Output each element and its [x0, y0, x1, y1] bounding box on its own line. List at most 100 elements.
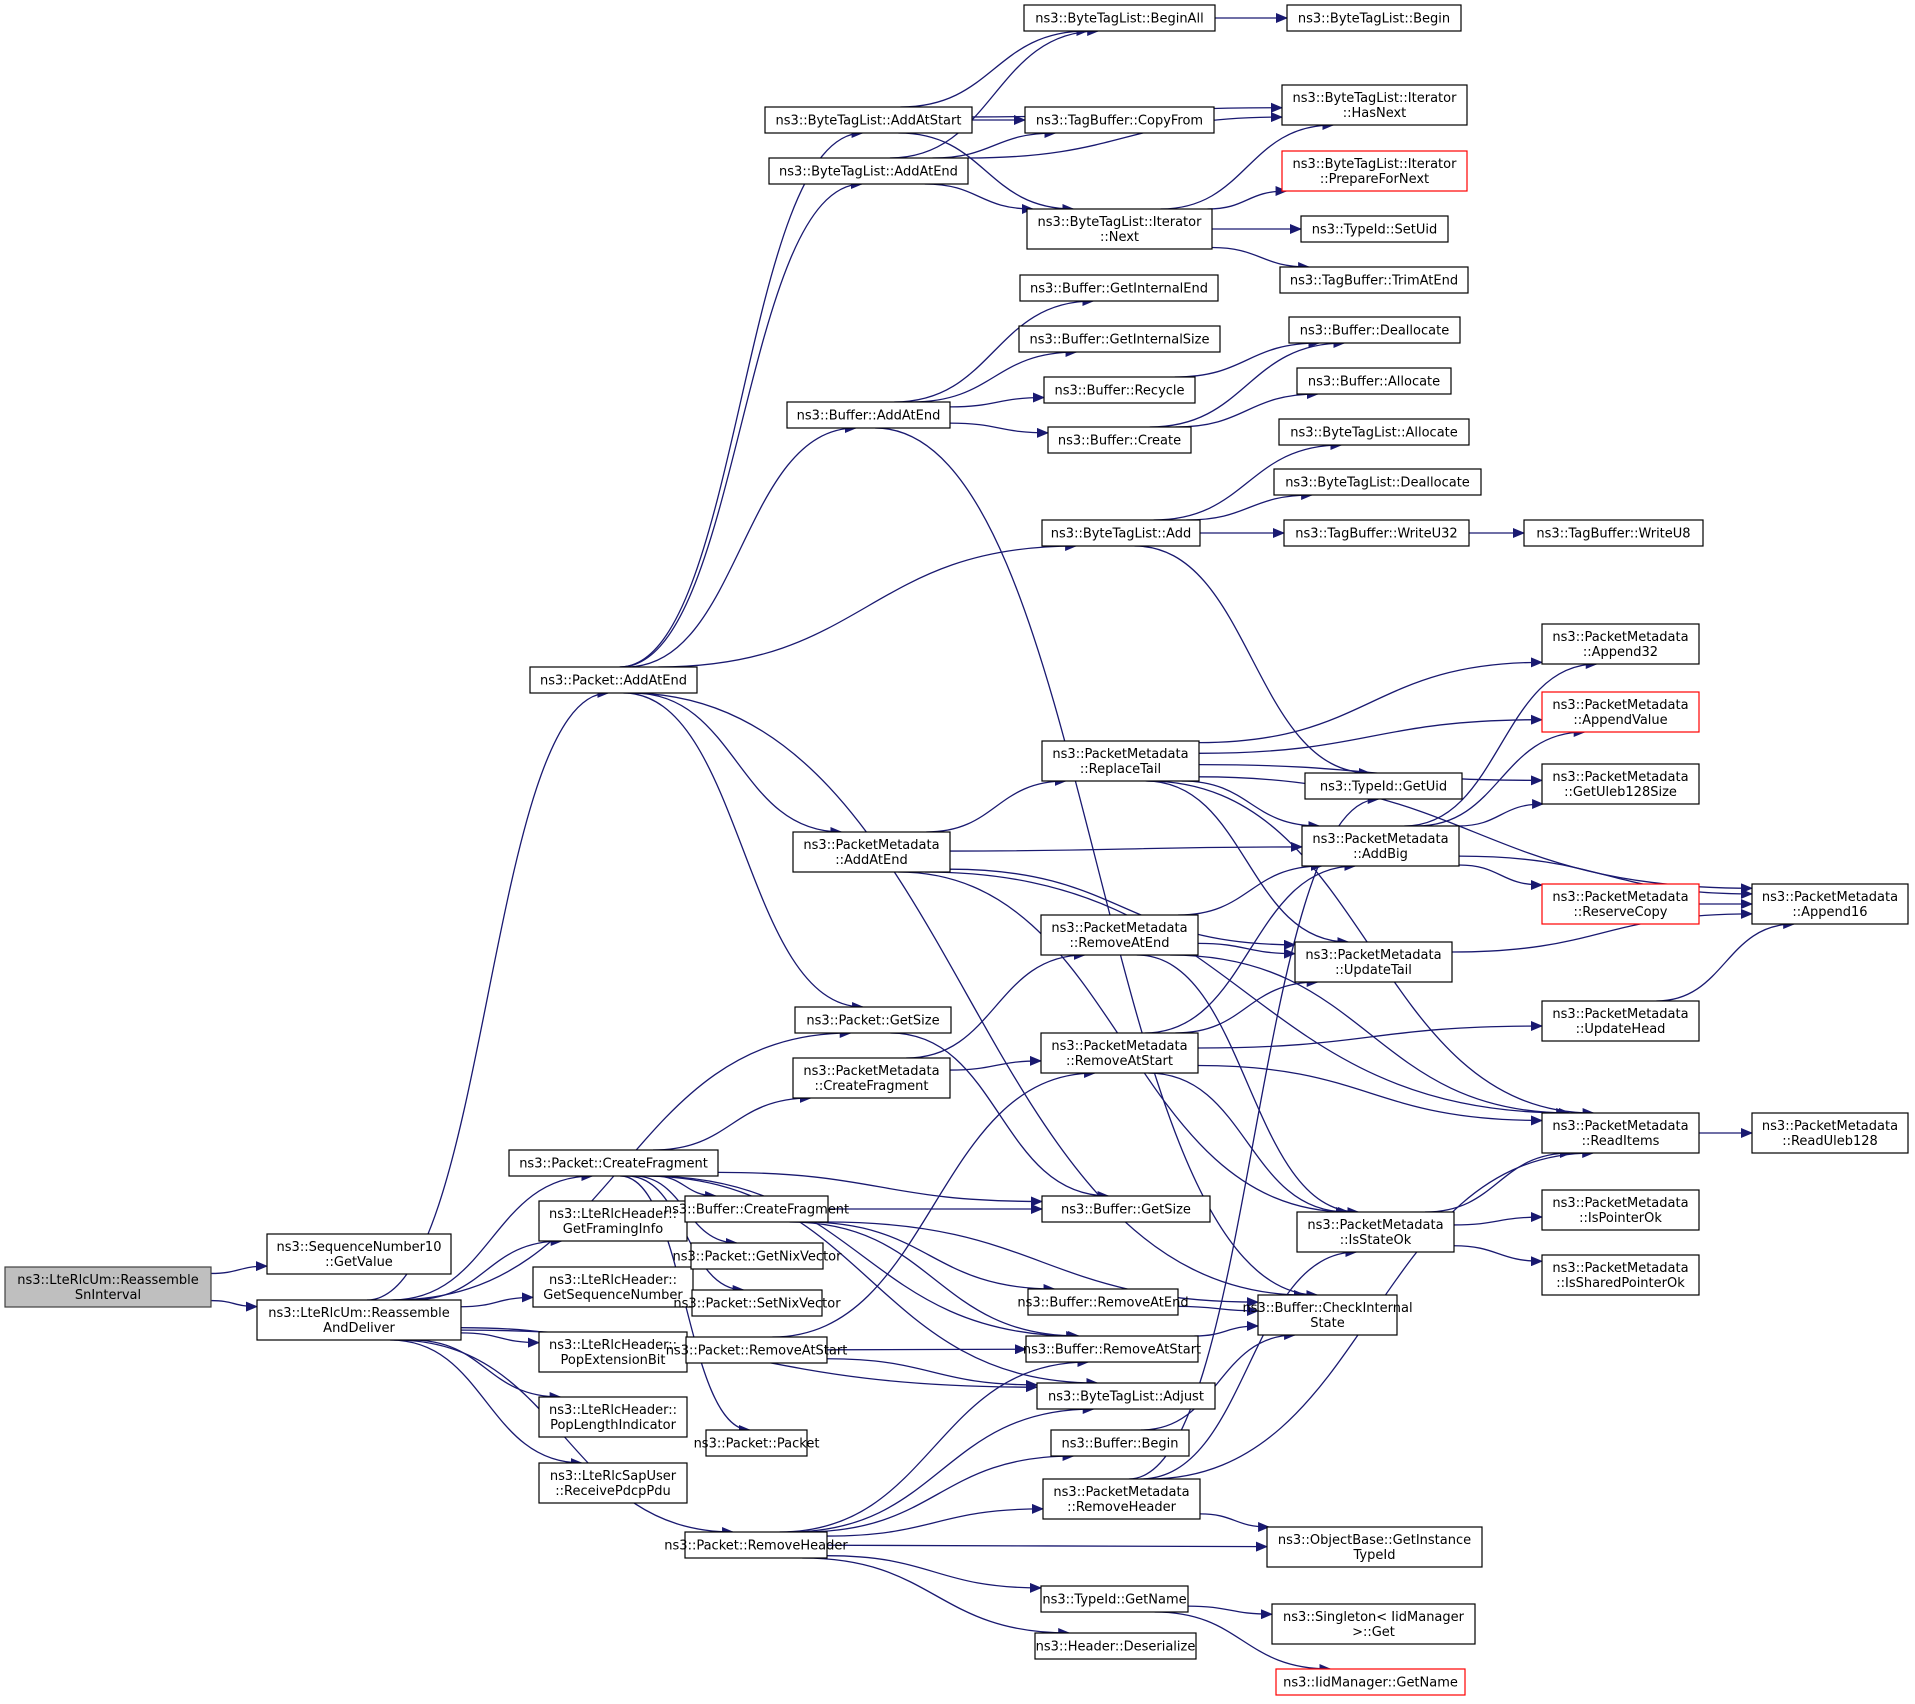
graph-node-pm-is-pointer-ok[interactable]: ns3::PacketMetadata::IsPointerOk [1541, 1189, 1700, 1231]
edge-path [1197, 1021, 1543, 1049]
graph-edge [788, 1404, 1095, 1533]
graph-node-get-seq-num[interactable]: ns3::LteRlcHeader::GetSequenceNumber [532, 1266, 694, 1308]
graph-node-pop-len-ind[interactable]: ns3::LteRlcHeader::PopLengthIndicator [538, 1396, 688, 1438]
graph-node-btl-begin-all[interactable]: ns3::ByteTagList::BeginAll [1023, 4, 1216, 32]
edge-path [648, 1175, 1079, 1341]
graph-node-btl-deallocate[interactable]: ns3::ByteTagList::Deallocate [1273, 468, 1482, 496]
node-box [266, 1233, 452, 1275]
graph-node-pm-update-tail[interactable]: ns3::PacketMetadata::UpdateTail [1294, 941, 1453, 983]
graph-node-pkt-remove-at-start[interactable]: ns3::Packet::RemoveAtStart [666, 1336, 848, 1364]
graph-node-buf-add-at-end[interactable]: ns3::Buffer::AddAtEnd [786, 401, 951, 429]
graph-node-seq-get-value[interactable]: ns3::SequenceNumber10::GetValue [266, 1233, 452, 1275]
graph-edge [1148, 1072, 1348, 1217]
graph-node-pm-replace-tail[interactable]: ns3::PacketMetadata::ReplaceTail [1041, 740, 1200, 782]
graph-node-btl-add-at-end[interactable]: ns3::ByteTagList::AddAtEnd [768, 157, 969, 185]
graph-edge [642, 1175, 1099, 1388]
graph-node-buf-remove-at-end[interactable]: ns3::Buffer::RemoveAtEnd [1017, 1288, 1189, 1316]
graph-node-pm-append32[interactable]: ns3::PacketMetadata::Append32 [1541, 623, 1700, 665]
graph-node-buf-create[interactable]: ns3::Buffer::Create [1047, 426, 1192, 454]
node-box [1541, 1112, 1700, 1154]
graph-node-pm-read-items[interactable]: ns3::PacketMetadata::ReadItems [1541, 1112, 1700, 1154]
graph-node-pm-read-uleb128[interactable]: ns3::PacketMetadata::ReadUleb128 [1751, 1112, 1909, 1154]
graph-node-singleton-get[interactable]: ns3::Singleton< IidManager>::Get [1271, 1603, 1476, 1645]
graph-node-pm-remove-header[interactable]: ns3::PacketMetadata::RemoveHeader [1042, 1478, 1201, 1520]
graph-node-pm-is-state-ok[interactable]: ns3::PacketMetadata::IsStateOk [1296, 1211, 1455, 1253]
edge-path [391, 1171, 594, 1301]
graph-node-pm-remove-at-end[interactable]: ns3::PacketMetadata::RemoveAtEnd [1040, 914, 1199, 956]
edge-path [1416, 727, 1586, 827]
edge-path [949, 868, 1296, 950]
graph-node-buf-create-fragment[interactable]: ns3::Buffer::CreateFragment [664, 1195, 849, 1223]
edge-path [390, 1339, 583, 1468]
graph-node-pm-create-fragment[interactable]: ns3::PacketMetadata::CreateFragment [792, 1057, 951, 1099]
graph-node-tb-trim-at-end[interactable]: ns3::TagBuffer::TrimAtEnd [1279, 266, 1469, 294]
graph-edge [898, 132, 1075, 214]
graph-node-tb-write-u8[interactable]: ns3::TagBuffer::WriteU8 [1523, 519, 1704, 547]
graph-node-buf-allocate[interactable]: ns3::Buffer::Allocate [1296, 367, 1452, 395]
graph-node-buf-deallocate[interactable]: ns3::Buffer::Deallocate [1288, 316, 1461, 344]
node-box [1266, 1526, 1483, 1568]
node-label: ::UpdateTail [1335, 963, 1412, 978]
graph-node-tb-copy-from[interactable]: ns3::TagBuffer::CopyFrom [1024, 106, 1215, 134]
graph-node-tid-set-uid[interactable]: ns3::TypeId::SetUid [1300, 215, 1449, 243]
graph-node-buf-get-size[interactable]: ns3::Buffer::GetSize [1041, 1195, 1211, 1223]
graph-node-buf-begin[interactable]: ns3::Buffer::Begin [1050, 1429, 1190, 1457]
graph-node-pm-is-shared-pointer-ok[interactable]: ns3::PacketMetadata::IsSharedPointerOk [1541, 1254, 1700, 1296]
graph-node-pkt-add-at-end[interactable]: ns3::Packet::AddAtEnd [529, 666, 698, 694]
graph-edge [1144, 861, 1357, 1034]
graph-edge [949, 841, 1303, 852]
graph-node-buf-get-internal-end[interactable]: ns3::Buffer::GetInternalEnd [1019, 274, 1219, 302]
graph-node-tb-write-u32[interactable]: ns3::TagBuffer::WriteU32 [1283, 519, 1470, 547]
nodes-layer: ns3::LteRlcUm::ReassembleSnIntervalns3::… [4, 4, 1909, 1696]
graph-node-pkt-set-nix[interactable]: ns3::Packet::SetNixVector [673, 1289, 841, 1317]
graph-node-pm-remove-at-start[interactable]: ns3::PacketMetadata::RemoveAtStart [1040, 1032, 1199, 1074]
node-label: ns3::Buffer::Deallocate [1300, 324, 1449, 339]
graph-node-btl-begin[interactable]: ns3::ByteTagList::Begin [1286, 4, 1462, 32]
graph-edge [789, 1221, 1080, 1341]
graph-node-btl-allocate[interactable]: ns3::ByteTagList::Allocate [1278, 418, 1470, 446]
graph-node-pm-append16[interactable]: ns3::PacketMetadata::Append16 [1751, 883, 1909, 925]
graph-node-pm-update-head[interactable]: ns3::PacketMetadata::UpdateHead [1541, 1000, 1700, 1042]
graph-node-it-prepare[interactable]: ns3::ByteTagList::Iterator::PrepareForNe… [1281, 150, 1468, 192]
graph-edge [1177, 1305, 1259, 1316]
node-label: ns3::TagBuffer::CopyFrom [1036, 114, 1203, 129]
graph-node-pm-get-uleb128-size[interactable]: ns3::PacketMetadata::GetUleb128Size [1541, 763, 1700, 805]
node-label: ns3::PacketMetadata [1051, 1039, 1187, 1054]
graph-node-btl-add[interactable]: ns3::ByteTagList::Add [1041, 519, 1201, 547]
graph-node-pkt-get-size[interactable]: ns3::Packet::GetSize [794, 1006, 952, 1034]
graph-node-pop-ext-bit[interactable]: ns3::LteRlcHeader::PopExtensionBit [538, 1331, 688, 1373]
graph-edge [1145, 780, 1350, 947]
graph-node-pm-add-at-end[interactable]: ns3::PacketMetadata::AddAtEnd [792, 831, 951, 873]
graph-node-pkt-packet[interactable]: ns3::Packet::Packet [694, 1429, 820, 1457]
graph-node-pkt-get-nix[interactable]: ns3::Packet::GetNixVector [673, 1242, 843, 1270]
graph-node-hdr-deserialize[interactable]: ns3::Header::Deserialize [1034, 1632, 1197, 1660]
graph-node-buf-recycle[interactable]: ns3::Buffer::Recycle [1043, 376, 1196, 404]
graph-edge [826, 1344, 1027, 1355]
node-box [1304, 772, 1463, 800]
graph-node-pm-add-big[interactable]: ns3::PacketMetadata::AddBig [1301, 825, 1460, 867]
graph-node-pkt-create-fragment[interactable]: ns3::Packet::CreateFragment [508, 1149, 719, 1177]
node-label: ns3::Packet::CreateFragment [519, 1157, 708, 1172]
graph-node-tid-get-name[interactable]: ns3::TypeId::GetName [1040, 1585, 1189, 1613]
graph-node-pkt-remove-header[interactable]: ns3::Packet::RemoveHeader [664, 1531, 848, 1559]
graph-node-get-framing-info[interactable]: ns3::LteRlcHeader::GetFramingInfo [538, 1200, 688, 1242]
edge-path [826, 1541, 1268, 1552]
graph-node-buf-get-internal-size[interactable]: ns3::Buffer::GetInternalSize [1018, 325, 1221, 353]
graph-node-btl-add-at-start[interactable]: ns3::ByteTagList::AddAtStart [764, 106, 973, 134]
graph-node-buf-remove-at-start[interactable]: ns3::Buffer::RemoveAtStart [1023, 1335, 1201, 1363]
graph-node-it-has-next[interactable]: ns3::ByteTagList::Iterator::HasNext [1281, 84, 1468, 126]
graph-node-btl-adjust[interactable]: ns3::ByteTagList::Adjust [1036, 1382, 1216, 1410]
node-label: ns3::TagBuffer::WriteU32 [1295, 527, 1457, 542]
graph-edge [1181, 780, 1321, 831]
graph-node-iid-get-name[interactable]: ns3::IidManager::GetName [1275, 1668, 1466, 1696]
node-box [538, 1396, 688, 1438]
graph-node-pm-reserve-copy[interactable]: ns3::PacketMetadata::ReserveCopy [1541, 883, 1700, 925]
graph-node-it-next[interactable]: ns3::ByteTagList::Iterator::Next [1026, 208, 1213, 250]
graph-node-pm-append-value[interactable]: ns3::PacketMetadata::AppendValue [1541, 691, 1700, 733]
graph-node-receive-pdcp-pdu[interactable]: ns3::LteRlcSapUser::ReceivePdcpPdu [538, 1462, 688, 1504]
graph-node-tid-get-uid[interactable]: ns3::TypeId::GetUid [1304, 772, 1463, 800]
